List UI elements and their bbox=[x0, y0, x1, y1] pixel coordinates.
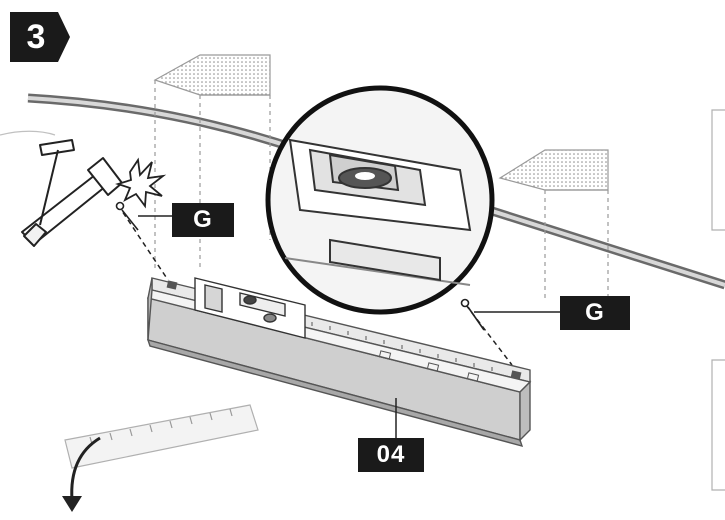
impact-burst-icon bbox=[115, 157, 167, 209]
screw-label-right: G bbox=[560, 296, 630, 330]
screw-label-left: G bbox=[172, 203, 234, 237]
down-arrow-head-icon bbox=[62, 496, 82, 512]
step-number: 3 bbox=[26, 17, 46, 56]
ruler-template bbox=[64, 404, 259, 469]
screw-left-icon bbox=[115, 201, 139, 231]
screw-right-icon bbox=[460, 298, 485, 331]
background-box-left bbox=[153, 54, 271, 270]
step-badge: 3 bbox=[10, 12, 70, 62]
level-detail-closeup bbox=[284, 138, 472, 286]
spirit-level-icon bbox=[194, 277, 306, 339]
down-arrow-icon bbox=[70, 436, 101, 501]
part-label: 04 bbox=[358, 438, 424, 472]
hammer-icon bbox=[21, 139, 123, 247]
background-box-right bbox=[498, 149, 609, 300]
rail-markings bbox=[311, 322, 493, 382]
